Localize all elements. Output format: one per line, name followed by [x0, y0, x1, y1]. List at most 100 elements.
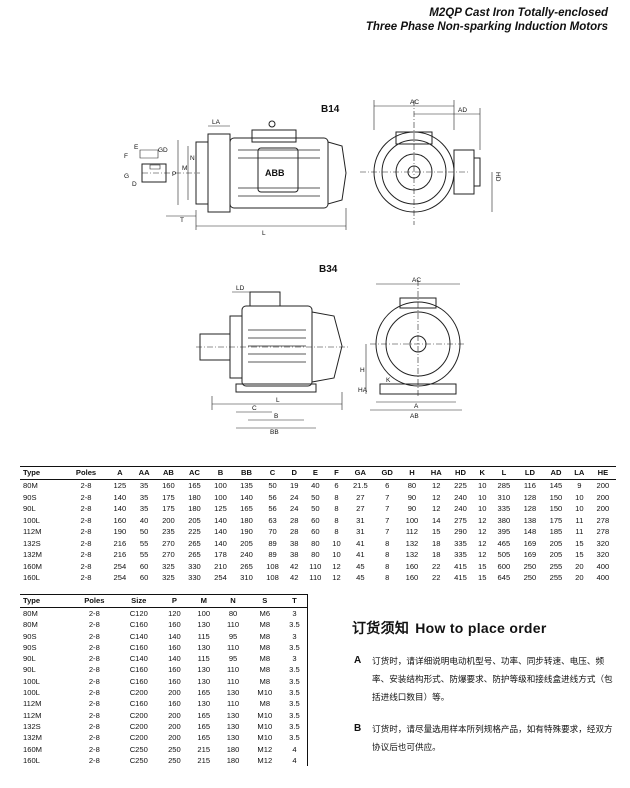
table-cell: 180 — [226, 744, 240, 754]
order-title-cn: 订货须知 — [352, 620, 410, 636]
table-cell: 7 — [385, 504, 390, 513]
table-cell: M8 — [259, 642, 271, 652]
table-cell: 175 — [162, 492, 175, 502]
order-item-b: B 订货时，请尽量选用样本所列规格产品，如有特殊要求，经双方协议后也可供应。 — [352, 720, 614, 756]
table-cell: 2-8 — [88, 699, 100, 709]
table-cell: 215 — [197, 744, 211, 754]
table-cell: M8 — [259, 699, 271, 709]
table-cell: 10 — [332, 538, 341, 548]
svg-text:N: N — [190, 155, 195, 162]
table-cell: 400 — [596, 561, 610, 571]
column-header: HE — [589, 466, 616, 480]
table-cell: 320 — [596, 550, 610, 559]
table-cell: 45 — [356, 561, 365, 571]
table-cell: C250 — [129, 744, 148, 754]
b34-side-view: L C B BB LD — [196, 285, 350, 436]
table-cell: 2-8 — [88, 733, 100, 743]
column-header: AD — [542, 466, 569, 480]
table-cell: 250 — [523, 561, 537, 571]
svg-text:AC: AC — [410, 99, 419, 106]
table-cell: M10 — [257, 710, 273, 720]
table-cell: 10 — [575, 504, 584, 513]
table-cell: 15 — [575, 550, 584, 559]
table-cell: 90S — [23, 642, 37, 652]
table-cell: 112M — [23, 699, 42, 709]
table-cell: 2-8 — [80, 492, 92, 502]
column-header: T — [281, 594, 308, 608]
column-header: LA — [568, 466, 590, 480]
table-cell: 600 — [497, 561, 511, 571]
table-cell: 24 — [290, 492, 299, 502]
column-header: GA — [345, 466, 376, 480]
order-item-text: 订货时，请详细说明电动机型号、功率、同步转速、电压、频率、安装结构形式、防爆要求… — [372, 656, 613, 702]
table-cell: 216 — [113, 538, 127, 548]
b34-fan-cover — [312, 312, 342, 382]
table-cell: M8 — [259, 620, 271, 630]
table-cell: 11 — [575, 527, 584, 536]
column-header: S — [247, 594, 282, 608]
table-cell: 115 — [197, 654, 210, 664]
table-cell: 225 — [188, 527, 201, 536]
table-cell: C200 — [129, 710, 148, 720]
table-cell: 112 — [405, 527, 418, 536]
b14-fan-cover — [328, 142, 346, 204]
table-cell: 160 — [168, 676, 181, 686]
order-item-a: A 订货时，请详细说明电动机型号、功率、同步转速、电压、频率、安装结构形式、防爆… — [352, 652, 614, 706]
table-cell: 7 — [385, 492, 390, 502]
table-cell: 130 — [197, 665, 211, 675]
table-cell: 140 — [113, 504, 127, 513]
table-cell: 165 — [240, 504, 253, 513]
b14-terminal-box — [258, 148, 298, 192]
table-cell: 200 — [168, 710, 181, 720]
table-cell: 138 — [523, 515, 537, 525]
table-cell: M6 — [259, 609, 271, 618]
table-cell: 145 — [549, 481, 563, 490]
table-cell: 112M — [23, 710, 42, 720]
column-header: D — [285, 466, 303, 480]
table-cell: 2-8 — [80, 573, 92, 582]
svg-text:F: F — [124, 153, 128, 160]
svg-text:HD: HD — [494, 172, 501, 182]
column-header: K — [473, 466, 491, 480]
table-cell: 90L — [23, 504, 36, 513]
table-cell: 63 — [268, 515, 277, 525]
table-cell: C200 — [129, 721, 148, 731]
table-cell: C200 — [129, 688, 148, 698]
table-cell: C160 — [129, 676, 148, 686]
table-cell: 12 — [431, 481, 441, 490]
table-cell: 278 — [596, 515, 610, 525]
table-cell: 2-8 — [88, 721, 100, 731]
table-cell: 125 — [214, 504, 227, 513]
table-cell: 325 — [162, 573, 175, 582]
column-header: Type — [20, 594, 71, 608]
table-cell: 505 — [497, 550, 511, 559]
svg-text:K: K — [386, 377, 391, 384]
column-header: HD — [447, 466, 474, 480]
table-cell: 60 — [311, 527, 320, 536]
table-cell: 20 — [575, 561, 584, 571]
table-cell: 160 — [113, 515, 127, 525]
table-cell: 250 — [523, 573, 537, 582]
table-cell: 265 — [240, 561, 253, 571]
table-cell: 160L — [23, 755, 40, 765]
table-cell: 175 — [549, 515, 563, 525]
table-cell: 330 — [188, 573, 201, 582]
table-cell: 265 — [188, 550, 201, 559]
table-cell: 275 — [454, 515, 467, 525]
table-cell: 120 — [168, 609, 181, 618]
table-cell: 100 — [214, 481, 227, 490]
table-cell: 3.5 — [289, 665, 300, 675]
table-cell: 2-8 — [80, 481, 92, 490]
column-header: GD — [375, 466, 399, 480]
table-cell: 80M — [23, 609, 38, 618]
table-cell: 2-8 — [88, 609, 100, 618]
